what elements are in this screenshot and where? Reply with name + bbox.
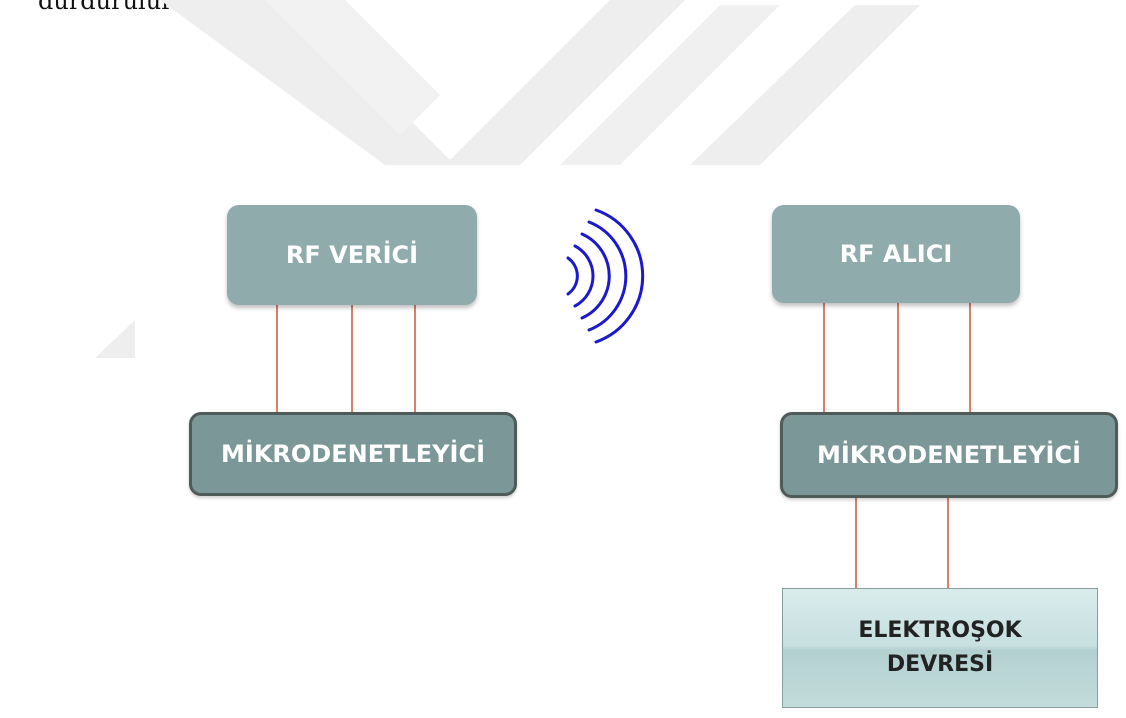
electroshock-circuit-block: ELEKTROŞOK DEVRESİ <box>782 588 1098 708</box>
transmitter-microcontroller-block: MİKRODENETLEYİCİ <box>189 412 517 496</box>
wireless-signal-icon <box>566 208 645 344</box>
electroshock-label-line1: ELEKTROŞOK <box>858 618 1022 643</box>
rf-receiver-label: RF ALICI <box>839 240 953 268</box>
electroshock-label-line2: DEVRESİ <box>886 652 994 677</box>
transmitter-microcontroller-label: MİKRODENETLEYİCİ <box>221 440 485 468</box>
rf-transmitter-block: RF VERİCİ <box>227 205 477 305</box>
receiver-microcontroller-label: MİKRODENETLEYİCİ <box>817 441 1081 469</box>
rf-receiver-block: RF ALICI <box>772 205 1020 303</box>
receiver-microcontroller-block: MİKRODENETLEYİCİ <box>780 412 1118 498</box>
rf-transmitter-label: RF VERİCİ <box>285 241 419 269</box>
page-text-fragment: durdurulur. <box>38 0 178 15</box>
